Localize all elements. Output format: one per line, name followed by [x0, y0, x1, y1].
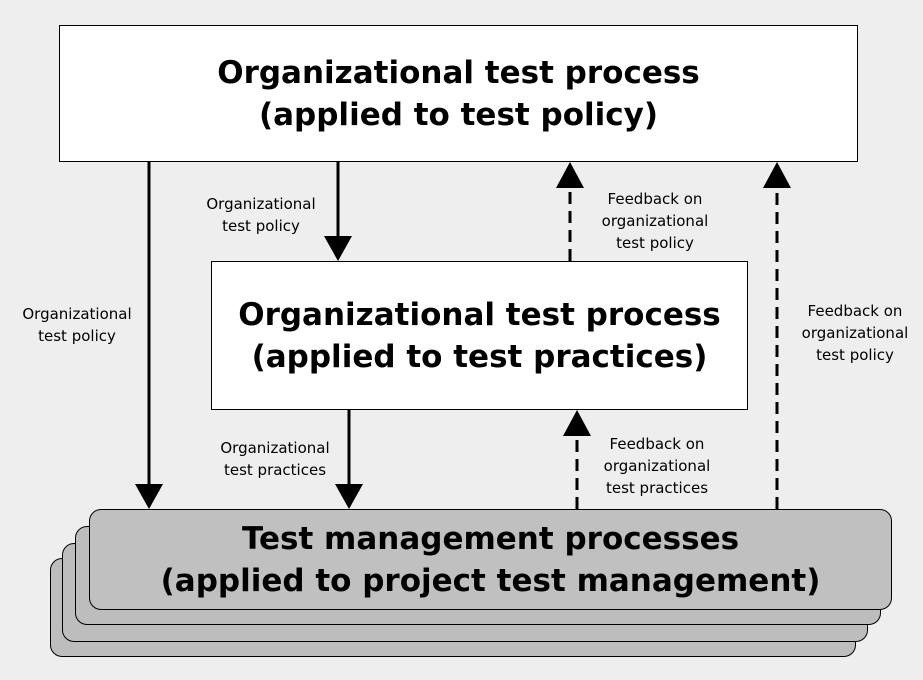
organizational-test-process-policy-box: Organizational test process (applied to … [59, 25, 858, 162]
arrow-feedback-practices-head [563, 410, 591, 436]
label-practices-mid: Organizational test practices [220, 439, 330, 479]
top-box-subtitle: (applied to test policy) [258, 96, 659, 133]
organizational-test-process-practices-box: Organizational test process (applied to … [211, 261, 748, 410]
label-feedback-practices: Feedback on organizational test practice… [603, 435, 711, 497]
middle-box-subtitle: (applied to test practices) [251, 338, 708, 375]
arrow-practices-mid-head [335, 484, 363, 509]
arrow-feedback-policy-right-head [763, 162, 791, 188]
label-policy-left: Organizational test policy [22, 305, 132, 345]
middle-box-title: Organizational test process [238, 296, 721, 333]
label-feedback-policy-mid: Feedback on organizational test policy [601, 190, 709, 252]
label-policy-mid: Organizational test policy [206, 195, 316, 235]
test-management-processes-box: Test management processes (applied to pr… [89, 509, 892, 610]
bottom-box-subtitle: (applied to project test management) [160, 562, 821, 599]
arrow-policy-left-head [135, 484, 163, 509]
label-feedback-policy-right: Feedback on organizational test policy [801, 302, 909, 364]
arrow-feedback-policy-mid-head [556, 162, 584, 188]
bottom-box-title: Test management processes [241, 520, 740, 557]
arrow-policy-mid-head [324, 236, 352, 261]
top-box-title: Organizational test process [217, 54, 700, 91]
